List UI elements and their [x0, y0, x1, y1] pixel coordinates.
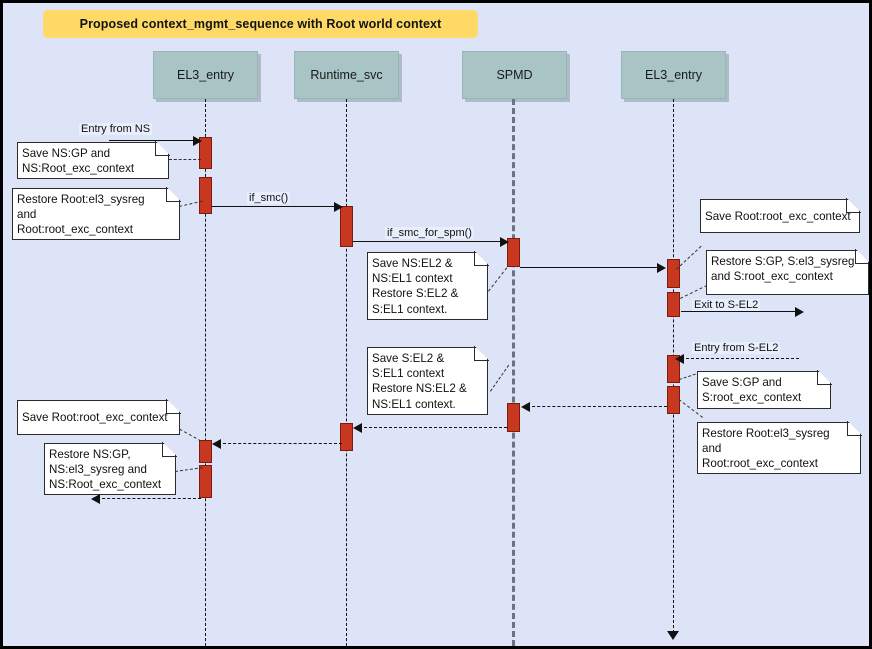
message-line-entry-from-s-el2 — [681, 358, 799, 359]
message-line-spmd-to-el3 — [520, 267, 660, 268]
note-save-s-el2: Save S:EL2 & S:EL1 context Restore NS:EL… — [367, 347, 488, 415]
participant-label: Runtime_svc — [310, 68, 383, 82]
arrow-head-icon — [91, 494, 100, 504]
activation-bar — [340, 206, 353, 247]
note-save-ns-gp: Save NS:GP and NS:Root_exc_context — [17, 142, 169, 179]
note-connector — [680, 284, 708, 299]
activation-bar — [340, 423, 353, 451]
participant-el3-entry-left[interactable]: EL3_entry — [153, 51, 258, 99]
arrow-head-icon — [193, 136, 202, 146]
message-label-exit-to-s-el2: Exit to S-EL2 — [692, 299, 761, 311]
note-connector — [169, 159, 201, 160]
message-line-runtime-to-el3-return — [218, 443, 342, 444]
arrow-head-icon — [521, 402, 530, 412]
activation-bar — [199, 177, 212, 214]
note-restore-root-el3-2: Restore Root:el3_sysreg and Root:root_ex… — [697, 422, 861, 474]
participant-runtime-svc[interactable]: Runtime_svc — [294, 51, 399, 99]
message-label-if-smc: if_smc() — [247, 192, 291, 204]
message-line-el3-to-spmd-return — [527, 406, 667, 407]
lifeline-spmd — [512, 99, 515, 646]
message-label-if-smc-for-spm: if_smc_for_spm() — [385, 227, 474, 239]
activation-bar — [199, 137, 212, 169]
note-save-s-gp: Save S:GP and S:root_exc_context — [697, 371, 831, 409]
arrow-head-icon — [657, 263, 666, 273]
lifeline-el3-entry-left — [205, 99, 206, 646]
message-label-entry-from-ns: Entry from NS — [79, 123, 153, 135]
participant-label: EL3_entry — [177, 68, 234, 82]
note-save-ns-el2: Save NS:EL2 & NS:EL1 context Restore S:E… — [367, 252, 488, 320]
message-label-entry-from-s-el2: Entry from S-EL2 — [692, 342, 781, 354]
activation-bar — [667, 259, 680, 288]
message-line-spmd-to-runtime-return — [359, 427, 507, 428]
arrow-head-icon — [334, 202, 343, 212]
activation-bar — [199, 440, 212, 463]
note-restore-root-el3: Restore Root:el3_sysreg and Root:root_ex… — [12, 188, 180, 240]
activation-bar — [667, 386, 680, 414]
message-line-el3-exit-return — [97, 498, 201, 499]
message-line-exit-to-s-el2 — [681, 311, 799, 312]
message-line-if-smc — [212, 206, 336, 207]
participant-spmd[interactable]: SPMD — [462, 51, 567, 99]
note-save-root-exc-1: Save Root:root_exc_context — [700, 199, 860, 233]
arrow-head-icon — [500, 237, 509, 247]
message-line-entry-from-ns — [109, 140, 195, 141]
arrow-head-icon — [353, 423, 362, 433]
arrow-head-icon — [212, 439, 221, 449]
participant-el3-entry-right[interactable]: EL3_entry — [621, 51, 726, 99]
activation-bar — [667, 292, 680, 317]
note-connector — [488, 267, 508, 292]
participant-label: SPMD — [496, 68, 533, 82]
note-connector — [490, 364, 510, 392]
note-save-root-exc-2: Save Root:root_exc_context — [17, 400, 180, 435]
participant-label: EL3_entry — [645, 68, 702, 82]
arrow-head-icon — [675, 354, 684, 364]
lifeline-runtime-svc — [346, 99, 347, 646]
note-restore-s-gp: Restore S:GP, S:el3_sysreg and S:root_ex… — [706, 250, 869, 295]
lifeline-end-arrow-icon — [667, 631, 679, 640]
arrow-head-icon — [795, 307, 804, 317]
note-connector — [676, 245, 702, 270]
diagram-title: Proposed context_mgmt_sequence with Root… — [43, 10, 478, 38]
activation-bar — [507, 238, 520, 267]
activation-bar — [199, 465, 212, 498]
message-line-if-smc-for-spm — [353, 241, 503, 242]
note-restore-ns-gp: Restore NS:GP, NS:el3_sysreg and NS:Root… — [44, 443, 176, 495]
activation-bar — [507, 403, 520, 432]
